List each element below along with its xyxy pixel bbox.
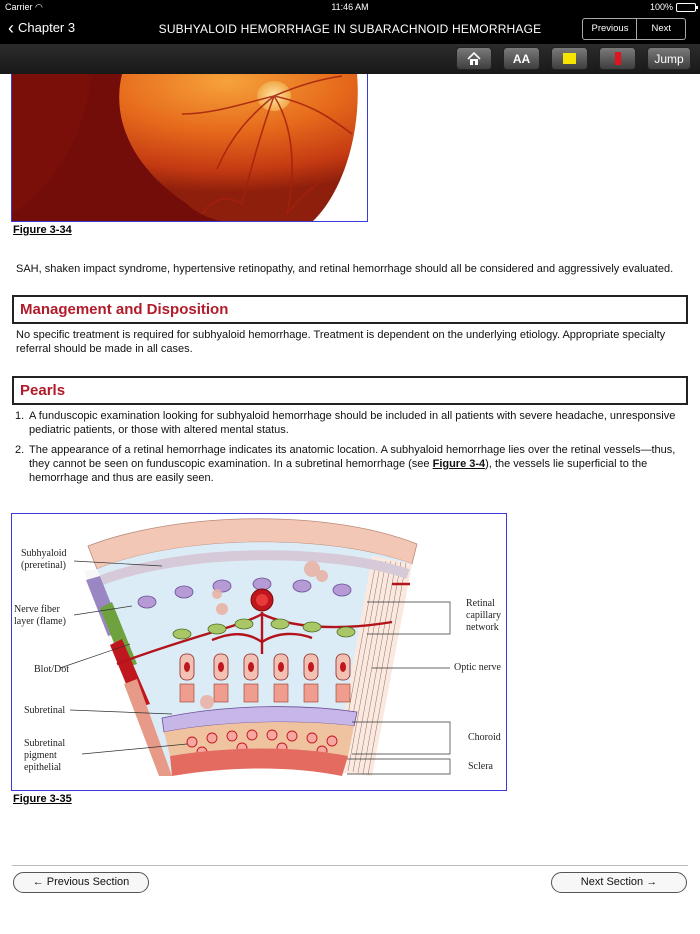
fundus-photo (12, 74, 367, 221)
figure-caption-3-35[interactable]: Figure 3-35 (13, 793, 72, 805)
label-subretinal: Subretinal (24, 705, 66, 716)
retina-layers-diagram (59, 518, 451, 776)
back-button[interactable]: ‹ Chapter 3 (8, 17, 76, 38)
next-button[interactable]: Next (636, 19, 685, 39)
red-bookmark-icon (614, 52, 621, 65)
page-title: SUBHYALOID HEMORRHAGE IN SUBARACHNOID HE… (158, 22, 542, 36)
home-icon (467, 51, 481, 65)
status-bar: Carrier ◠ 11:46 AM 100% (0, 0, 700, 14)
list-item: 1. A funduscopic examination looking for… (15, 410, 676, 436)
label-subhyaloid: Subhyaloid(preretinal) (21, 548, 67, 571)
list-item: 2. The appearance of a retinal hemorrhag… (15, 444, 676, 484)
figure-caption-3-34[interactable]: Figure 3-34 (13, 224, 72, 236)
next-section-button[interactable]: Next Section → (551, 872, 687, 893)
clock: 11:46 AM (331, 2, 369, 12)
prev-next-segmented: Previous Next (582, 18, 686, 40)
battery-indicator: 100% (649, 2, 698, 12)
home-button[interactable] (456, 47, 492, 70)
pearls-list: 1. A funduscopic examination looking for… (15, 409, 685, 485)
label-choroid: Choroid (468, 732, 501, 743)
carrier-label: Carrier ◠ (5, 2, 43, 12)
label-sclera: Sclera (468, 761, 493, 772)
highlight-yellow-button[interactable] (551, 47, 588, 70)
paragraph-management: No specific treatment is required for su… (16, 329, 666, 355)
figure-3-4-link[interactable]: Figure 3-4 (432, 458, 486, 470)
toolbar: AA Jump (0, 44, 700, 74)
fundus-photo-figure[interactable] (11, 74, 368, 222)
font-size-label: AA (512, 51, 531, 66)
wifi-icon: ◠ (35, 2, 43, 12)
chevron-left-icon: ‹ (8, 17, 14, 38)
battery-icon (676, 2, 698, 12)
jump-label: Jump (654, 51, 684, 66)
label-optic-nerve: Optic nerve (454, 662, 501, 673)
font-size-button[interactable]: AA (503, 47, 540, 70)
paragraph-sah: SAH, shaken impact syndrome, hypertensiv… (16, 263, 674, 275)
highlight-red-button[interactable] (599, 47, 636, 70)
battery-percent: 100% (649, 2, 673, 12)
yellow-highlight-icon (563, 53, 576, 64)
jump-button[interactable]: Jump (647, 47, 691, 70)
previous-section-button[interactable]: ← Previous Section (13, 872, 149, 893)
section-heading-management: Management and Disposition (12, 295, 688, 324)
back-label: Chapter 3 (18, 20, 76, 35)
footer-divider (12, 865, 688, 866)
section-heading-pearls: Pearls (12, 376, 688, 405)
navigation-bar: ‹ Chapter 3 SUBHYALOID HEMORRHAGE IN SUB… (0, 14, 700, 44)
previous-button[interactable]: Previous (591, 23, 629, 34)
label-blot-dot: Blot/Dot (34, 664, 70, 675)
